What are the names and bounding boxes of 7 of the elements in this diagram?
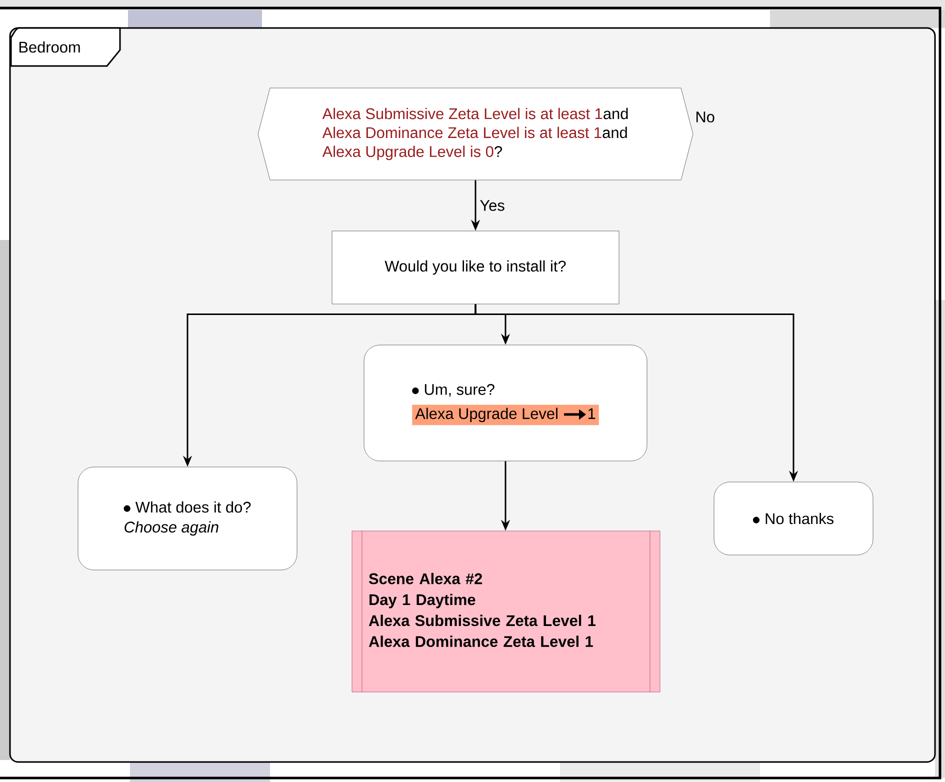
process-box: Would you like to install it? xyxy=(332,230,620,304)
edge-label: Yes xyxy=(480,200,504,211)
branch-label: No xyxy=(696,112,714,122)
scene-box: Scene Alexa #2 Day 1 Daytime Alexa Submissive Zeta Level 1 Alexa Dominance Zeta Level 1 xyxy=(352,530,660,692)
choice-box: No thanks xyxy=(714,482,874,556)
choice-box: Um, sure? Alexa Upgrade Level 1 xyxy=(364,344,648,462)
choice-box: What does it do? Choose again xyxy=(78,466,298,570)
